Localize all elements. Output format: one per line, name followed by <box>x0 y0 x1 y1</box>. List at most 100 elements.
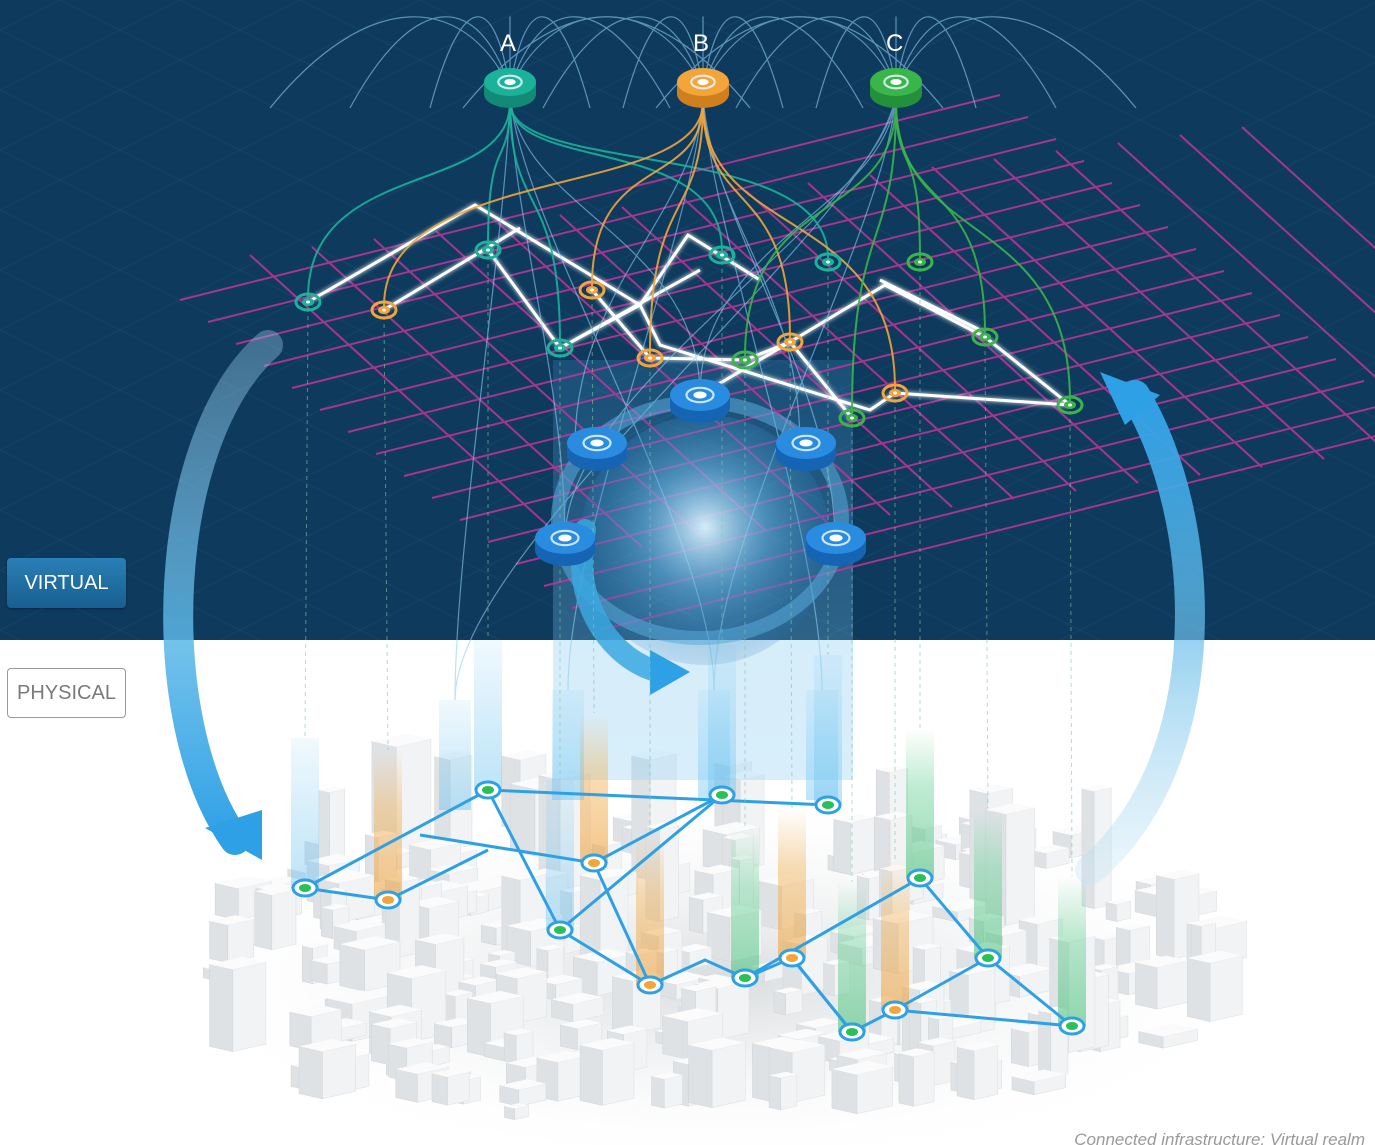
hub-arc <box>702 16 784 109</box>
building-icon <box>913 1051 935 1107</box>
cycle-arrow-head-left <box>205 810 262 860</box>
building-roof <box>673 943 712 953</box>
node-dot <box>739 974 751 982</box>
node-ring-icon <box>776 332 804 352</box>
building-roof <box>662 1007 723 1022</box>
building-side <box>1010 1028 1029 1067</box>
building-roof <box>898 1048 935 1057</box>
node-core <box>590 288 594 292</box>
hub-disc-icon-center <box>697 78 709 86</box>
building-side <box>956 1046 975 1101</box>
building-roof <box>302 942 328 949</box>
building-roof <box>1135 955 1189 968</box>
hub-arc <box>269 16 511 109</box>
building-roof <box>536 944 564 951</box>
node-core <box>558 346 562 350</box>
node-dot <box>554 926 566 934</box>
data-beam <box>974 808 1002 958</box>
diagram-caption: Connected infrastructure: Virtual realm <box>1074 1130 1365 1145</box>
node-core <box>983 335 987 339</box>
hub-arc <box>429 16 511 109</box>
data-beam <box>374 750 402 900</box>
building-roof <box>996 963 1054 977</box>
node-core <box>918 260 922 264</box>
node-core <box>382 308 386 312</box>
hub-disc-icon-ring <box>550 529 580 547</box>
hub-links <box>307 101 1071 415</box>
building-side <box>481 924 497 946</box>
building-roof <box>913 943 941 950</box>
data-beam <box>906 728 934 878</box>
node-dot <box>846 1028 858 1036</box>
building-roof <box>432 1068 470 1077</box>
node-dot <box>716 791 728 799</box>
data-beam <box>806 690 838 800</box>
building-side <box>395 1068 418 1103</box>
building-roof <box>1138 1023 1198 1037</box>
node-core <box>788 340 792 344</box>
grid-line <box>263 160 1085 367</box>
node-core <box>648 356 652 360</box>
node-core <box>893 391 897 395</box>
building-roof <box>209 956 266 970</box>
hub-disc-icon-ring <box>791 434 821 452</box>
building-roof <box>876 765 908 773</box>
hub-disc-icon-center <box>558 534 572 542</box>
building-roof <box>371 733 431 747</box>
building-roof <box>1156 869 1199 880</box>
building-roof <box>1090 932 1124 940</box>
hub-arc <box>815 16 897 109</box>
building-side <box>1135 962 1158 1010</box>
building-icon <box>447 1071 470 1106</box>
building-side <box>612 976 633 1035</box>
network-link <box>383 226 521 312</box>
building-roof <box>499 1079 546 1090</box>
grid-line <box>621 206 953 508</box>
building-side <box>689 896 704 934</box>
building-roof <box>551 992 604 1005</box>
building-side <box>1187 957 1211 1022</box>
building-roof <box>215 875 272 889</box>
node-core <box>1068 403 1072 407</box>
network-link <box>592 862 652 986</box>
building-icon <box>1209 955 1243 1022</box>
building-icon <box>232 961 267 1052</box>
building-side <box>209 920 229 963</box>
building-roof <box>836 1048 887 1060</box>
building-side <box>214 882 239 921</box>
physical-realm-tag: PHYSICAL <box>7 668 126 718</box>
building-side <box>898 1052 914 1107</box>
building-side <box>510 783 536 857</box>
grid-line <box>1055 150 1375 443</box>
node-ring-icon <box>546 338 574 358</box>
projection-lines <box>304 256 1073 882</box>
building-roof <box>689 892 723 900</box>
hub-link <box>591 101 704 287</box>
building-roof <box>752 1036 804 1049</box>
hub-link <box>487 101 511 247</box>
hub-disc-icon-ring <box>821 529 851 547</box>
building-side <box>339 943 365 992</box>
node-ring-icon <box>1056 395 1084 415</box>
building-roof <box>395 1062 449 1075</box>
building-roof <box>698 974 727 981</box>
building-roof <box>681 983 716 992</box>
building-roof <box>209 915 254 926</box>
building-icon <box>322 1043 356 1100</box>
building-side <box>833 818 851 876</box>
node-ring-icon <box>474 240 502 260</box>
node-ring-icon <box>636 348 664 368</box>
hub-link <box>702 101 791 339</box>
node-ring-icon <box>731 350 759 370</box>
hub-disc-icon-ring <box>883 74 909 90</box>
node-dot <box>914 874 926 882</box>
building-roof <box>777 1028 826 1040</box>
hub-label-c: C <box>886 30 904 57</box>
building-roof <box>560 1019 602 1029</box>
building-roof <box>694 864 740 875</box>
building-roof <box>307 853 360 866</box>
building-side <box>302 945 313 984</box>
building-side <box>254 890 273 951</box>
network-link <box>790 957 854 1033</box>
projection-line <box>383 315 389 751</box>
